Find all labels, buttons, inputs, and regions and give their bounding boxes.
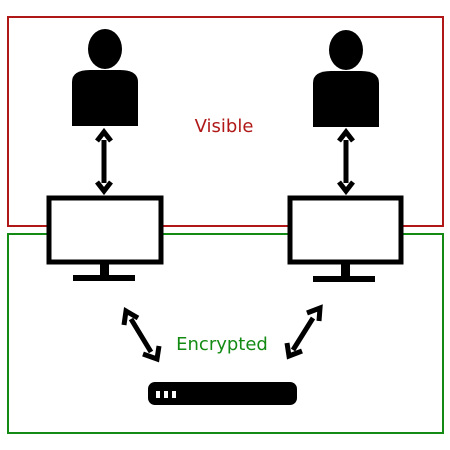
left-user-icon	[72, 29, 138, 126]
visible-zone	[7, 16, 444, 227]
encrypted-label: Encrypted	[176, 334, 268, 355]
right-user-icon	[313, 30, 379, 127]
encrypted-zone	[7, 233, 444, 434]
right-monitor-server-arrow	[284, 304, 323, 360]
server-icon	[148, 382, 297, 405]
left-monitor-icon	[46, 195, 164, 281]
visible-label: Visible	[195, 116, 254, 137]
right-monitor-icon	[287, 195, 404, 282]
right-user-monitor-arrow	[337, 127, 355, 196]
left-monitor-server-arrow	[121, 306, 162, 363]
left-user-monitor-arrow	[95, 127, 113, 196]
